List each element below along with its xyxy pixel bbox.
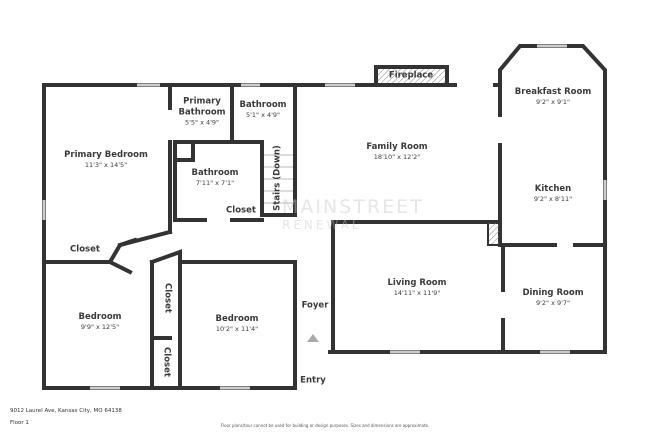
entry-label: Entry <box>300 375 326 386</box>
room-foyer: Foyer <box>301 300 329 311</box>
footer-floor: Floor 1 <box>10 420 29 426</box>
closet-left: Closet <box>70 244 100 255</box>
watermark-sub: RENEWAL <box>282 218 362 232</box>
footer-disclaimer: Floor plans/tour cannot be used for buil… <box>220 423 430 428</box>
closet-b: Closet <box>161 347 172 377</box>
fireplace: Fireplace <box>388 70 434 81</box>
watermark: MAINSTREET <box>282 196 424 218</box>
closet-a: Closet <box>162 283 173 313</box>
stairs-down: Stairs (Down) <box>272 145 283 211</box>
fireplace-box <box>374 65 449 87</box>
entry-arrow-icon <box>307 334 319 342</box>
closet-hall: Closet <box>226 205 256 216</box>
footer-address: 9012 Laurel Ave, Kansas City, MO 64138 <box>10 408 122 414</box>
